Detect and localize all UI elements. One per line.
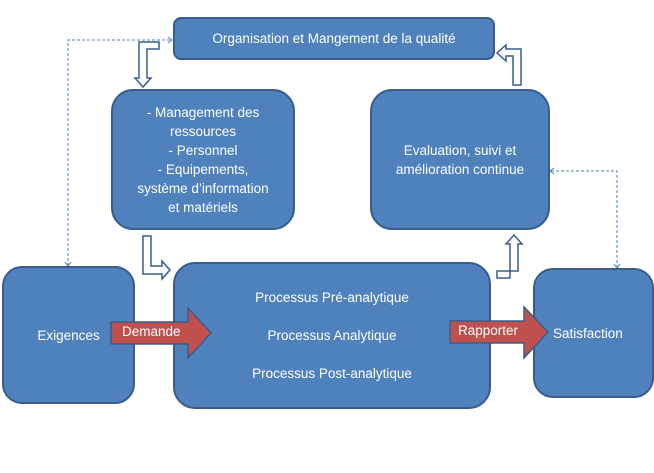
dashed-arrowhead-evaluation bbox=[549, 167, 555, 175]
ressources-line: système d’information bbox=[137, 180, 269, 196]
processus-line: Processus Analytique bbox=[267, 327, 397, 343]
node-ressources: - Management des ressources - Personnel … bbox=[111, 89, 295, 230]
ressources-line: ressources bbox=[169, 123, 237, 139]
arrow-demande bbox=[110, 306, 213, 360]
bent-arrow-evaluation-to-organisation bbox=[495, 43, 522, 86]
node-organisation: Organisation et Mangement de la qualité bbox=[173, 17, 495, 60]
ressources-line: - Equipements, bbox=[157, 161, 249, 177]
evaluation-line: Evaluation, suivi et bbox=[403, 142, 517, 158]
evaluation-line: amélioration continue bbox=[395, 161, 525, 177]
node-exigences-label: Exigences bbox=[37, 327, 100, 343]
ressources-line: - Management des bbox=[146, 104, 260, 120]
processus-line: Processus Pré-analytique bbox=[255, 289, 409, 305]
arrow-rapporter bbox=[449, 305, 550, 360]
dashed-connector-satisfaction-evaluation bbox=[550, 170, 618, 268]
bent-arrow-processus-to-evaluation bbox=[496, 233, 524, 279]
arrow-demande-label: Demande bbox=[122, 324, 181, 339]
arrow-rapporter-label: Rapporter bbox=[458, 323, 519, 338]
node-processus: Processus Pré-analytique Processus Analy… bbox=[173, 262, 491, 409]
bent-arrow-ressources-to-processus bbox=[142, 235, 172, 281]
bent-arrow-organisation-to-ressources bbox=[133, 41, 160, 89]
node-satisfaction: Satisfaction bbox=[533, 268, 654, 398]
dashed-connector-exigences-organisation bbox=[67, 39, 172, 266]
node-exigences: Exigences bbox=[2, 266, 135, 404]
node-organisation-label: Organisation et Mangement de la qualité bbox=[212, 31, 456, 46]
ressources-line: - Personnel bbox=[168, 142, 238, 158]
node-evaluation: Evaluation, suivi et amélioration contin… bbox=[370, 89, 550, 230]
ressources-line: et matériels bbox=[168, 199, 238, 215]
node-satisfaction-label: Satisfaction bbox=[553, 325, 623, 341]
processus-line: Processus Post-analytique bbox=[252, 366, 412, 382]
dashed-arrowhead-organisation bbox=[167, 36, 173, 44]
